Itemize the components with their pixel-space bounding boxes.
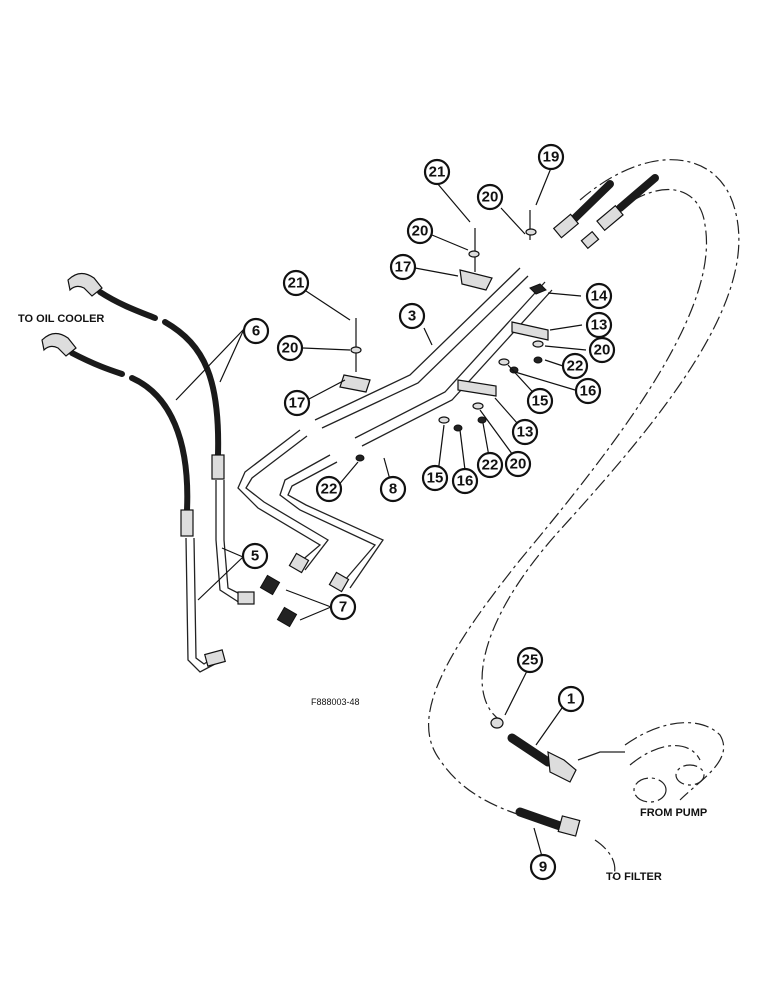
svg-text:16: 16 (580, 383, 597, 400)
callout-16-lower: 16 (451, 467, 479, 495)
svg-text:19: 19 (543, 149, 560, 166)
svg-text:17: 17 (289, 395, 306, 412)
svg-text:20: 20 (282, 340, 299, 357)
callout-3: 3 (398, 302, 426, 330)
leader-lines (175, 167, 587, 861)
callout-20-left: 20 (276, 334, 304, 362)
figure-reference: F888003-48 (311, 697, 360, 707)
connector-tubes-5 (185, 480, 255, 673)
svg-text:20: 20 (412, 223, 429, 240)
callout-25: 25 (516, 646, 544, 674)
callout-22-lower-right: 22 (476, 451, 504, 479)
long-hose-loop (427, 159, 740, 816)
svg-text:3: 3 (408, 308, 416, 325)
svg-text:20: 20 (482, 189, 499, 206)
svg-text:15: 15 (427, 470, 444, 487)
svg-text:1: 1 (567, 691, 575, 708)
callout-15-right: 15 (526, 387, 554, 415)
upper-hose-fittings (552, 174, 659, 250)
svg-text:22: 22 (321, 481, 338, 498)
callout-20-upper-right: 20 (476, 183, 504, 211)
tube-3 (237, 267, 529, 571)
svg-text:22: 22 (482, 457, 499, 474)
svg-text:7: 7 (339, 599, 347, 616)
svg-text:15: 15 (532, 393, 549, 410)
filter-hose-fitting-9 (515, 807, 581, 837)
callout-13-lower: 13 (511, 418, 539, 446)
callout-17-lower: 17 (283, 389, 311, 417)
svg-text:13: 13 (591, 317, 608, 334)
callout-8: 8 (379, 475, 407, 503)
callout-5: 5 (241, 542, 269, 570)
callout-20-lower: 20 (504, 450, 532, 478)
to-oil-cooler-label: TO OIL COOLER (18, 313, 104, 325)
callout-9: 9 (529, 853, 557, 881)
clamps-and-brackets (339, 210, 549, 462)
callout-17-upper: 17 (389, 253, 417, 281)
to-filter-label: TO FILTER (606, 871, 662, 883)
callout-20-upper-left: 20 (406, 217, 434, 245)
svg-text:16: 16 (457, 473, 474, 490)
callout-22-lower-left: 22 (315, 475, 343, 503)
svg-text:25: 25 (522, 652, 539, 669)
callout-14: 14 (585, 282, 613, 310)
svg-text:5: 5 (251, 548, 259, 565)
svg-text:20: 20 (594, 342, 611, 359)
callout-7: 7 (329, 593, 357, 621)
pump-hose-fitting-1 (490, 717, 625, 783)
tube-nuts (259, 552, 350, 628)
svg-text:17: 17 (395, 259, 412, 276)
svg-text:20: 20 (510, 456, 527, 473)
callout-21-upper: 21 (423, 158, 451, 186)
svg-text:14: 14 (591, 288, 608, 305)
callout-13-upper: 13 (585, 311, 613, 339)
callout-15-lower: 15 (421, 464, 449, 492)
oil-cooler-hoses (41, 272, 225, 537)
callout-6: 6 (242, 317, 270, 345)
svg-text:8: 8 (389, 481, 397, 498)
svg-text:21: 21 (288, 275, 305, 292)
from-pump-label: FROM PUMP (640, 807, 707, 819)
svg-text:6: 6 (252, 323, 260, 340)
svg-text:22: 22 (567, 358, 584, 375)
pump-outline (594, 722, 725, 881)
svg-text:9: 9 (539, 859, 547, 876)
callout-1: 1 (557, 685, 585, 713)
callout-20-right: 20 (588, 336, 616, 364)
callout-21-lower: 21 (282, 269, 310, 297)
svg-text:13: 13 (517, 424, 534, 441)
svg-text:21: 21 (429, 164, 446, 181)
callout-16-right: 16 (574, 377, 602, 405)
callout-22-right: 22 (561, 352, 589, 380)
callout-19: 19 (537, 143, 565, 171)
